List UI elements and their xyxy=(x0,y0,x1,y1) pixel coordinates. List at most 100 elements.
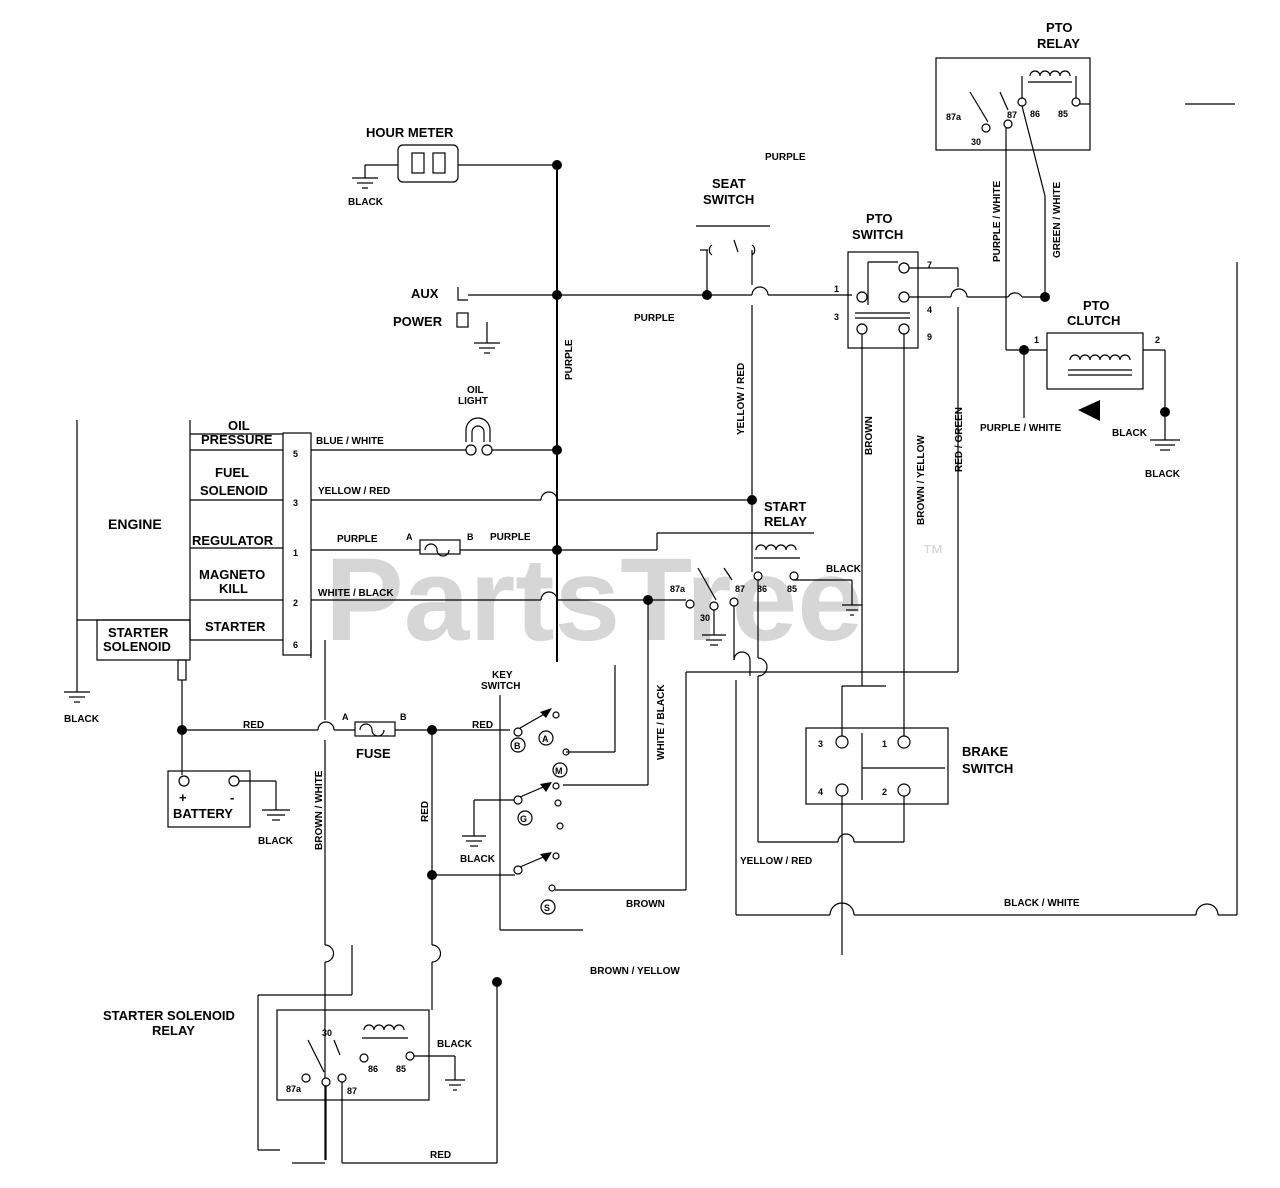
battery-pin-minus: - xyxy=(230,790,234,805)
solenoid-relay-pin-87a: 87a xyxy=(286,1084,302,1094)
purple-mid-label: PURPLE xyxy=(634,313,675,324)
seat-switch-label-2: SWITCH xyxy=(703,192,754,207)
battery-label: BATTERY xyxy=(173,806,233,821)
start-relay-pin-87a: 87a xyxy=(670,584,686,594)
brake-switch: 3 1 4 2 BRAKE SWITCH xyxy=(805,727,1013,805)
seat-switch-label-1: SEAT xyxy=(712,176,746,191)
brake-switch-pin-1: 1 xyxy=(882,739,887,749)
engine-terminal-oil-2: PRESSURE xyxy=(201,432,273,447)
key-switch-label-2: SWITCH xyxy=(481,681,520,692)
start-relay-label-1: START xyxy=(764,499,806,514)
brake-switch-pin-4: 4 xyxy=(818,787,823,797)
oil-light-label-1: OIL xyxy=(467,385,484,396)
start-relay-label-2: RELAY xyxy=(764,514,807,529)
solenoid-relay-pin-87: 87 xyxy=(347,1086,357,1096)
black-clutch-label: BLACK xyxy=(1112,428,1148,439)
engine-terminal-oil-1: OIL xyxy=(228,418,250,433)
pto-relay-pin-86: 86 xyxy=(1030,109,1040,119)
engine-label: ENGINE xyxy=(108,516,162,532)
battery-pin-plus: + xyxy=(179,790,187,805)
fuse-label: FUSE xyxy=(356,746,391,761)
start-relay-pin-87: 87 xyxy=(735,584,745,594)
key-switch: KEY SWITCH A B M G S BLACK xyxy=(460,670,583,931)
pto-switch-pin-1: 1 xyxy=(834,284,839,294)
pto-relay-pin-30: 30 xyxy=(971,137,981,147)
hour-meter-ground-wire-label: BLACK xyxy=(348,197,384,208)
red-vertical-label: RED xyxy=(420,801,431,822)
engine-pin-2: 2 xyxy=(293,598,298,608)
blue-white-label: BLUE / WHITE xyxy=(316,436,384,447)
purple-regulator-label: PURPLE xyxy=(337,534,378,545)
solenoid-relay-pin-86: 86 xyxy=(368,1064,378,1074)
start-relay-pin-30: 30 xyxy=(700,613,710,623)
oil-light-label-2: LIGHT xyxy=(458,396,488,407)
starter-solenoid-label-1: STARTER xyxy=(108,625,169,640)
start-relay-pin-86: 86 xyxy=(757,584,767,594)
purple-bus-label: PURPLE xyxy=(564,339,575,380)
purple-top-label: PURPLE xyxy=(765,152,806,163)
key-switch-pin-m: M xyxy=(555,766,563,776)
key-switch-ground-label: BLACK xyxy=(460,854,496,865)
brown-bottom-label: BROWN xyxy=(626,899,665,910)
pto-switch-pin-9: 9 xyxy=(927,332,932,342)
aux-power-outlet: AUX POWER xyxy=(393,286,500,354)
oil-light: OIL LIGHT xyxy=(458,385,493,456)
starter-solenoid-label-2: SOLENOID xyxy=(103,639,171,654)
start-relay: START RELAY 87a 30 87 86 85 BLACK xyxy=(656,499,862,646)
solenoid-relay-pin-85: 85 xyxy=(396,1064,406,1074)
starter-solenoid-relay: STARTER SOLENOID RELAY 30 87a 87 86 85 B… xyxy=(103,945,502,1164)
purple-white-clutch-label: PURPLE / WHITE xyxy=(980,423,1061,434)
pto-switch-pin-3: 3 xyxy=(834,312,839,322)
seat-switch: SEAT SWITCH xyxy=(696,176,770,295)
pto-relay: PTO RELAY 87a 30 87 86 85 xyxy=(935,20,1091,151)
key-switch-pin-a: A xyxy=(542,734,549,744)
pto-clutch-pin-1: 1 xyxy=(1034,335,1039,345)
regulator-fuse-pin-a: A xyxy=(406,532,413,542)
pto-relay-label-1: PTO xyxy=(1046,20,1073,35)
fuse: A B FUSE xyxy=(342,712,407,761)
pto-clutch-label-1: PTO xyxy=(1083,298,1110,313)
pto-switch-pin-4: 4 xyxy=(927,305,932,315)
pto-relay-pin-87: 87 xyxy=(1007,110,1017,120)
brake-switch-pin-3: 3 xyxy=(818,739,823,749)
black-ground-label: BLACK xyxy=(1145,469,1181,480)
purple-regulator-right-label: PURPLE xyxy=(490,532,531,543)
pto-relay-pin-87a: 87a xyxy=(946,112,962,122)
pto-clutch-pin-2: 2 xyxy=(1155,335,1160,345)
key-switch-pin-g: G xyxy=(520,814,527,824)
brown-white-label: BROWN / WHITE xyxy=(314,770,325,850)
brake-switch-label-1: BRAKE xyxy=(962,744,1009,759)
start-relay-pin-85: 85 xyxy=(787,584,797,594)
hour-meter: HOUR METER BLACK xyxy=(348,125,562,208)
starter-solenoid-relay-label-1: STARTER SOLENOID xyxy=(103,1008,235,1023)
yellow-red-vertical-label: YELLOW / RED xyxy=(736,363,747,435)
key-switch-pin-s: S xyxy=(544,903,550,913)
red-battery-label: RED xyxy=(243,720,264,731)
pto-switch-label-2: SWITCH xyxy=(852,227,903,242)
start-relay-ground-label: BLACK xyxy=(826,564,862,575)
red-key-label: RED xyxy=(472,720,493,731)
engine-connector: OIL PRESSURE FUEL SOLENOID REGULATOR MAG… xyxy=(190,418,326,658)
yellow-red-engine-label: YELLOW / RED xyxy=(318,486,390,497)
purple-white-vertical-label: PURPLE / WHITE xyxy=(992,181,1003,262)
engine-pin-3: 3 xyxy=(293,498,298,508)
pto-clutch: PTO CLUTCH 1 2 xyxy=(1034,298,1180,451)
black-white-label: BLACK / WHITE xyxy=(1004,898,1080,909)
engine-pin-1: 1 xyxy=(293,548,298,558)
solenoid-relay-red-label: RED xyxy=(430,1150,451,1161)
engine-pin-6: 6 xyxy=(293,640,298,650)
solenoid-relay-ground-label: BLACK xyxy=(437,1039,473,1050)
pto-switch-pin-7: 7 xyxy=(927,260,932,270)
fuse-pin-a: A xyxy=(342,712,349,722)
engine-terminal-magneto-2: KILL xyxy=(219,581,248,596)
pto-relay-label-2: RELAY xyxy=(1037,36,1080,51)
pto-relay-pin-85: 85 xyxy=(1058,109,1068,119)
fuse-pin-b: B xyxy=(400,712,407,722)
watermark-trademark: ™ xyxy=(922,540,944,565)
engine-terminal-magneto-1: MAGNETO xyxy=(199,567,265,582)
brown-yellow-label: BROWN / YELLOW xyxy=(916,435,927,525)
engine: ENGINE STARTER SOLENOID BLACK xyxy=(64,420,191,730)
regulator-fuse: A B xyxy=(406,532,474,557)
engine-ground-label: BLACK xyxy=(64,714,100,725)
power-label: POWER xyxy=(393,314,443,329)
